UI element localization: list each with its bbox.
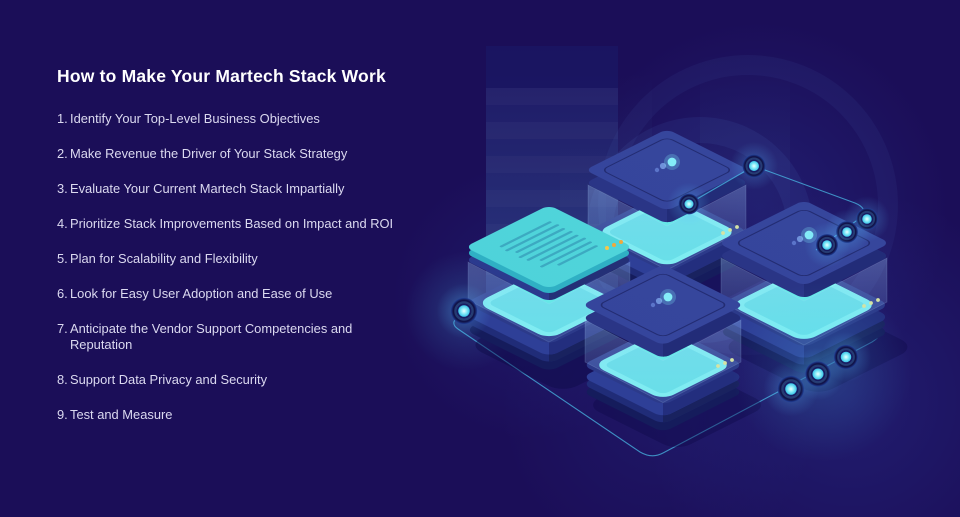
list-item-number: 5. (57, 251, 68, 266)
list-item-text: Identify Your Top-Level Business Objecti… (70, 111, 320, 126)
list-item: 9.Test and Measure (57, 407, 417, 423)
list-item-number: 6. (57, 286, 68, 301)
glow-node (666, 181, 712, 227)
list-item-number: 7. (57, 321, 68, 336)
list-item-text: Anticipate the Vendor Support Competenci… (70, 321, 353, 352)
glow-node (819, 330, 873, 384)
list-item: 7.Anticipate the Vendor Support Competen… (57, 321, 417, 353)
list-item-number: 3. (57, 181, 68, 196)
page-title: How to Make Your Martech Stack Work (57, 66, 386, 86)
glow-node (435, 282, 493, 340)
list-item-text: Prioritize Stack Improvements Based on I… (70, 216, 394, 231)
list-item-number: 1. (57, 111, 68, 126)
list-item-number: 8. (57, 372, 68, 387)
tile-dots (654, 154, 680, 173)
list-item: 3.Evaluate Your Current Martech Stack Im… (57, 181, 417, 197)
list-item-text: Test and Measure (70, 407, 173, 422)
list-item-number: 2. (57, 146, 68, 161)
document-tile-top (468, 206, 630, 288)
glow-node (803, 221, 851, 269)
list-item: 4.Prioritize Stack Improvements Based on… (57, 216, 417, 232)
document-lines (499, 221, 598, 268)
list-item-text: Plan for Scalability and Flexibility (70, 251, 258, 266)
steps-list: 1.Identify Your Top-Level Business Objec… (57, 111, 417, 423)
glow-node (729, 141, 779, 191)
text-panel: How to Make Your Martech Stack Work 1.Id… (57, 66, 417, 442)
tile-dots (650, 289, 676, 308)
server-stack-bottom (584, 266, 761, 447)
list-item-text: Look for Easy User Adoption and Ease of … (70, 286, 333, 301)
list-item: 1.Identify Your Top-Level Business Objec… (57, 111, 417, 127)
list-item-text: Support Data Privacy and Security (70, 372, 268, 387)
list-item-number: 9. (57, 407, 68, 422)
list-item-text: Make Revenue the Driver of Your Stack St… (70, 146, 348, 161)
list-item: 5.Plan for Scalability and Flexibility (57, 251, 417, 267)
tile-leds-amber (605, 240, 623, 250)
list-item: 6.Look for Easy User Adoption and Ease o… (57, 286, 417, 302)
list-item: 8.Support Data Privacy and Security (57, 372, 417, 388)
tile-top (585, 266, 741, 344)
list-item-text: Evaluate Your Current Martech Stack Impa… (70, 181, 345, 196)
list-item-number: 4. (57, 216, 68, 231)
tile-top (588, 130, 746, 210)
list-item: 2.Make Revenue the Driver of Your Stack … (57, 146, 417, 162)
